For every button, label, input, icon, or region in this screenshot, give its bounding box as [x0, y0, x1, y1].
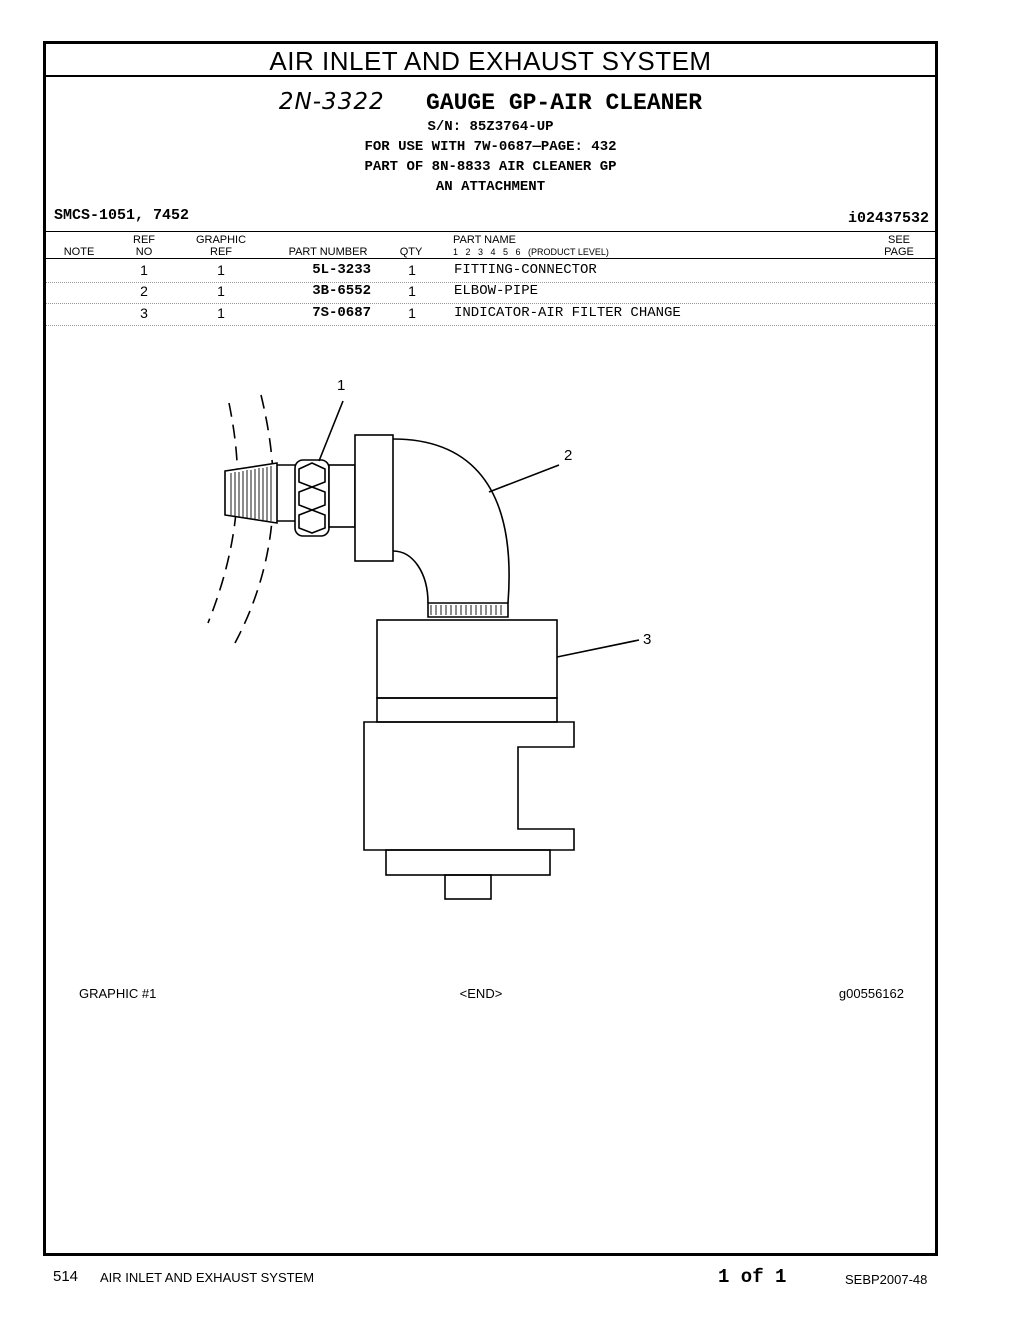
page-of-count: 1 of 1 [718, 1266, 787, 1288]
col-see-top: SEE [887, 234, 910, 246]
col-note: NOTE [63, 246, 95, 258]
hose-dashed-line [234, 394, 275, 644]
col-part-name-label: PART NAME [453, 234, 516, 246]
row1-part-name: FITTING-CONNECTOR [454, 262, 597, 278]
row3-ref: 3 [140, 305, 148, 321]
row3-part-name: INDICATOR-AIR FILTER CHANGE [454, 305, 681, 321]
for-use-with: FOR USE WITH 7W-0687—PAGE: 432 [364, 139, 617, 155]
row3-graphic: 1 [217, 305, 225, 321]
callout-leader-1 [318, 400, 344, 462]
row2-part-number: 3B-6552 [312, 283, 371, 299]
col-ref-no: REF NO [126, 234, 162, 258]
footer-section-title: AIR INLET AND EXHAUST SYSTEM [100, 1270, 315, 1285]
col-product-levels: 1 2 3 4 5 6 (PRODUCT LEVEL) [453, 247, 609, 257]
row3-part-number: 7S-0687 [312, 305, 371, 321]
callout-3: 3 [643, 631, 652, 648]
row2-qty: 1 [408, 283, 416, 299]
system-title: AIR INLET AND EXHAUST SYSTEM [46, 44, 935, 77]
col-see-bottom: PAGE [884, 246, 914, 258]
fitting-connector-hex [277, 459, 356, 537]
group-name: GAUGE GP-AIR CLEANER [426, 90, 703, 116]
row3-qty: 1 [408, 305, 416, 321]
graphic-id: g00556162 [838, 986, 904, 1001]
illustration-id: i02437532 [847, 210, 929, 227]
graphic-label: GRAPHIC #1 [79, 986, 157, 1001]
col-graphic-bottom: REF [210, 246, 232, 258]
part-of: PART OF 8N-8833 AIR CLEANER GP [364, 159, 617, 175]
elbow-pipe [354, 434, 510, 618]
col-qty: QTY [399, 246, 423, 258]
row1-qty: 1 [408, 262, 416, 278]
table-top-rule [46, 231, 935, 232]
row3-rule [46, 325, 935, 326]
col-part-name: PART NAME 1 2 3 4 5 6 (PRODUCT LEVEL) [453, 234, 609, 258]
table-header-rule [46, 258, 935, 259]
callout-leader-2 [488, 464, 560, 493]
row2-graphic: 1 [217, 283, 225, 299]
row1-ref: 1 [140, 262, 148, 278]
end-marker: <END> [459, 986, 503, 1001]
callout-2: 2 [564, 447, 573, 464]
air-filter-indicator [363, 619, 575, 900]
row2-part-name: ELBOW-PIPE [454, 283, 539, 299]
row1-rule [46, 282, 935, 283]
col-graphic-ref: GRAPHIC REF [191, 234, 251, 258]
col-see-page: SEE PAGE [878, 234, 920, 258]
serial-range: S/N: 85Z3764-UP [427, 119, 554, 135]
group-part-number: 2N-3322 [278, 89, 385, 115]
attachment-note: AN ATTACHMENT [435, 179, 546, 195]
fitting-connector-thread [224, 462, 278, 524]
page-frame: AIR INLET AND EXHAUST SYSTEM 2N-3322 GAU… [43, 41, 938, 1256]
row1-part-number: 5L-3233 [312, 262, 371, 278]
page-number: 514 [53, 1268, 79, 1285]
smcs-code: SMCS-1051, 7452 [54, 207, 190, 224]
col-ref-top: REF [133, 234, 155, 246]
col-graphic-top: GRAPHIC [195, 234, 247, 246]
col-part-number: PART NUMBER [288, 246, 368, 258]
callout-1: 1 [337, 377, 346, 394]
row2-rule [46, 303, 935, 304]
document-id: SEBP2007-48 [845, 1272, 928, 1287]
col-ref-bottom: NO [135, 246, 153, 258]
row2-ref: 2 [140, 283, 148, 299]
group-title: 2N-3322 GAUGE GP-AIR CLEANER [46, 89, 935, 116]
callout-leader-3 [556, 639, 640, 658]
row1-graphic: 1 [217, 262, 225, 278]
parts-illustration [207, 394, 640, 900]
